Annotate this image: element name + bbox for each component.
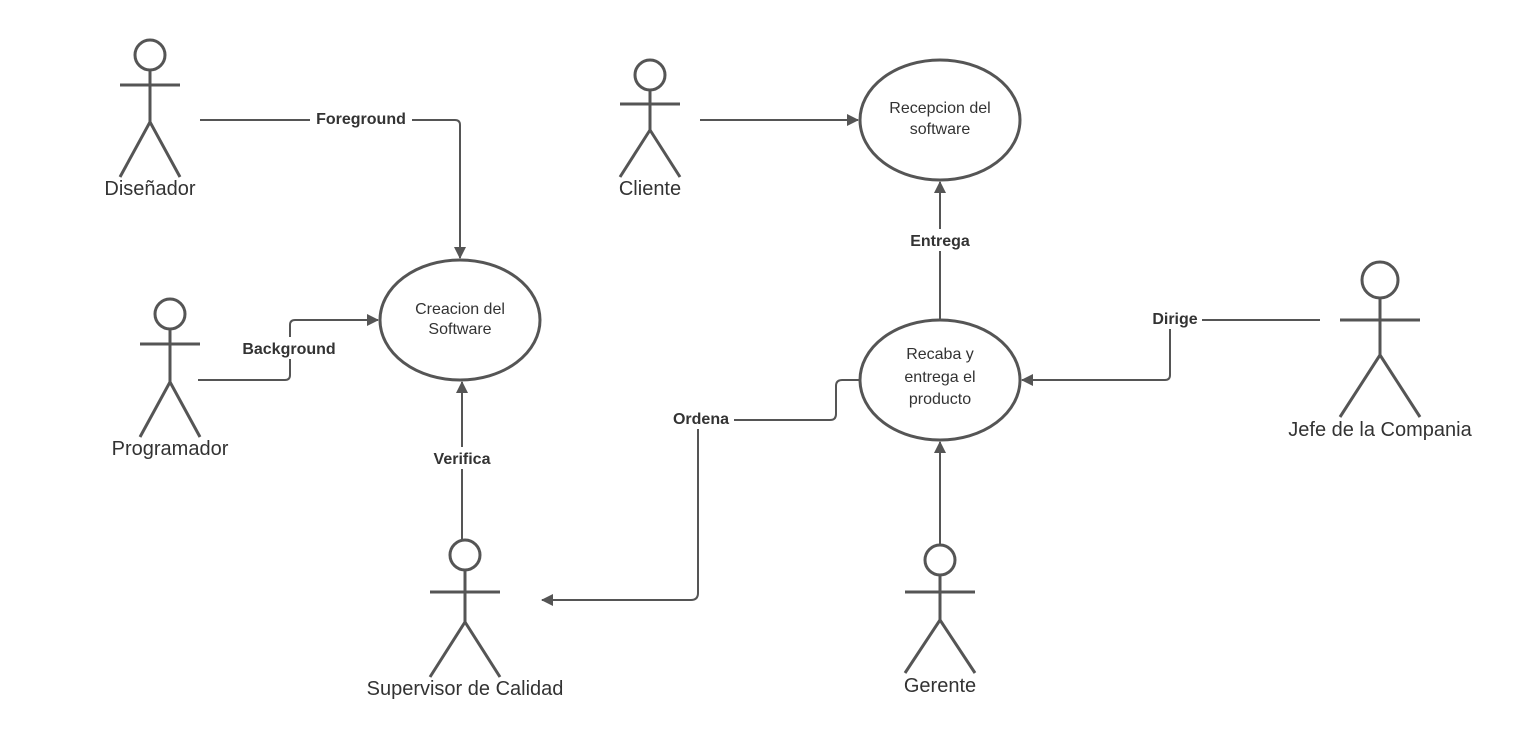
usecase-recaba[interactable]: Recaba y entrega el producto (858, 318, 1022, 442)
edge-background: Background (198, 314, 379, 381)
stick-figure-icon (903, 543, 977, 674)
usecase-recepcion-line2: software (910, 121, 971, 138)
actor-label-cliente: Cliente (619, 178, 681, 200)
usecase-recaba-line3: producto (909, 391, 971, 408)
usecase-recaba-line2: entrega el (904, 369, 975, 386)
actor-label-disenador: Diseñador (104, 178, 196, 200)
usecase-recepcion[interactable]: Recepcion del software (858, 58, 1022, 182)
stick-figure-icon (118, 38, 182, 178)
edge-label-background: Background (242, 341, 335, 358)
actor-label-supervisor: Supervisor de Calidad (367, 678, 564, 700)
usecase-recaba-line1: Recaba y (906, 346, 974, 363)
edge-entrega: Entrega (904, 181, 976, 320)
actor-label-gerente: Gerente (904, 675, 976, 697)
actor-supervisor[interactable]: Supervisor de Calidad (367, 538, 564, 700)
edge-ordena: Ordena (541, 379, 860, 606)
usecase-creacion-line1: Creacion del (415, 301, 505, 318)
actor-label-programador: Programador (112, 438, 229, 460)
stick-figure-icon (1338, 260, 1422, 418)
edge-label-ordena: Ordena (673, 411, 729, 428)
actor-disenador[interactable]: Diseñador (104, 38, 196, 200)
usecase-creacion-line2: Software (428, 321, 491, 338)
edge-label-verifica: Verifica (434, 451, 491, 468)
usecase-creacion[interactable]: Creacion del Software (378, 258, 542, 382)
usecase-recepcion-line1: Recepcion del (889, 100, 990, 117)
stick-figure-icon (428, 538, 502, 678)
edge-label-dirige: Dirige (1152, 311, 1197, 328)
actor-programador[interactable]: Programador (112, 297, 229, 460)
actor-cliente[interactable]: Cliente (618, 58, 682, 200)
edge-foreground: Foreground (200, 107, 466, 259)
actor-label-jefe: Jefe de la Compania (1288, 419, 1472, 441)
edge-label-entrega: Entrega (910, 233, 970, 250)
edge-dirige: Dirige (1021, 307, 1320, 386)
stick-figure-icon (138, 297, 202, 438)
actor-jefe[interactable]: Jefe de la Compania (1288, 260, 1473, 441)
edge-verifica: Verifica (427, 381, 497, 540)
actor-gerente[interactable]: Gerente (903, 543, 977, 697)
stick-figure-icon (618, 58, 682, 178)
edge-label-foreground: Foreground (316, 111, 406, 128)
